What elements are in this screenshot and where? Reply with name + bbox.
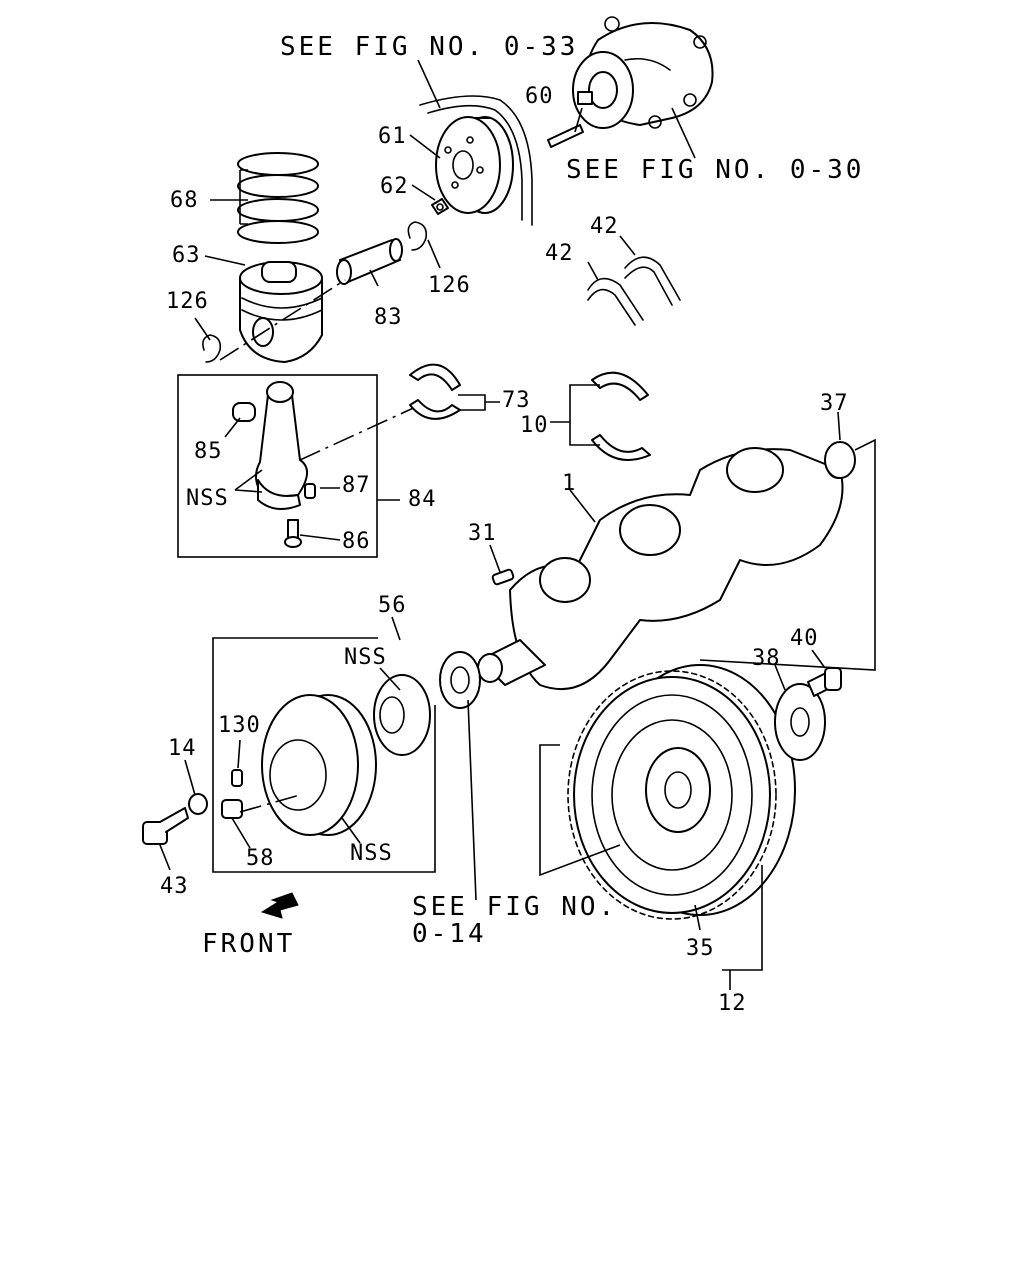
- callout-14: 14: [168, 736, 197, 761]
- callout-1: 1: [562, 471, 576, 496]
- washer-drawing: [188, 793, 208, 815]
- callout-68: 68: [170, 188, 199, 213]
- fig-ref-0-30: SEE FIG NO. 0-30: [566, 155, 864, 185]
- callout-42-left: 42: [545, 241, 574, 266]
- callout-35: 35: [686, 936, 715, 961]
- callout-40: 40: [790, 626, 819, 651]
- fig-ref-0-14-line2: 0-14: [412, 919, 487, 949]
- piston-rings-drawing: [237, 152, 319, 244]
- callout-58: 58: [246, 846, 275, 871]
- callout-12: 12: [718, 991, 747, 1016]
- piston-pin-drawing: [336, 238, 403, 285]
- callout-43: 43: [160, 874, 189, 899]
- callout-73: 73: [502, 388, 531, 413]
- callout-31: 31: [468, 521, 497, 546]
- callout-126-left: 126: [166, 289, 209, 314]
- callout-nss-hub: NSS: [344, 645, 387, 670]
- leader-lines: [159, 59, 876, 990]
- callout-126-right: 126: [428, 273, 471, 298]
- callout-62: 62: [380, 174, 409, 199]
- rod-axis-line: [299, 404, 421, 461]
- callout-61: 61: [378, 124, 407, 149]
- pilot-bearing-drawing: [824, 441, 856, 479]
- bolt-58-drawing: [221, 799, 243, 819]
- connecting-rod-kit-box: [177, 374, 378, 558]
- balancer-hub-drawing: [373, 674, 431, 756]
- fig-ref-0-33: SEE FIG NO. 0-33: [280, 32, 578, 62]
- drive-belt-drawing: [419, 95, 533, 226]
- callout-130: 130: [218, 713, 261, 738]
- callout-10: 10: [520, 413, 549, 438]
- water-pump-drawing: [572, 16, 714, 129]
- main-bearing-shells-drawing: [591, 371, 651, 461]
- callout-nss-rod: NSS: [186, 486, 229, 511]
- snap-rings-drawing: [202, 221, 428, 363]
- callout-60: 60: [525, 84, 554, 109]
- callout-42-right: 42: [590, 214, 619, 239]
- rod-bearing-shells-drawing: [409, 363, 461, 420]
- pin-130-drawing: [231, 769, 243, 787]
- callout-38: 38: [752, 646, 781, 671]
- crank-pulley-drawing: [261, 694, 377, 836]
- crankshaft-drawing: [477, 445, 851, 691]
- callout-63: 63: [172, 243, 201, 268]
- callout-37: 37: [820, 391, 849, 416]
- callout-84: 84: [408, 487, 437, 512]
- stud-and-nut-drawing: [431, 124, 584, 215]
- water-pump-pulley-drawing: [435, 116, 514, 214]
- fig-ref-0-14-line1: SEE FIG NO.: [412, 892, 617, 922]
- callout-85: 85: [194, 439, 223, 464]
- callout-nss-pulley: NSS: [350, 841, 393, 866]
- flywheel-drawing: [567, 664, 796, 920]
- pulley-kit-box: [212, 637, 436, 873]
- woodruff-key-drawing: [491, 568, 515, 586]
- bolt-43-drawing: [142, 807, 189, 845]
- flywheel-plate-drawing: [774, 683, 826, 761]
- callout-87: 87: [342, 473, 371, 498]
- front-arrow-icon: [260, 892, 299, 919]
- connecting-rod-drawing: [232, 381, 316, 548]
- piston-drawing: [239, 261, 323, 363]
- pulley-axis-line: [239, 794, 301, 813]
- callout-86: 86: [342, 529, 371, 554]
- pin-axis-line: [219, 279, 346, 361]
- callout-56: 56: [378, 593, 407, 618]
- thrust-washers-drawing: [587, 256, 681, 326]
- callout-83: 83: [374, 305, 403, 330]
- front-label: FRONT: [202, 929, 295, 959]
- crank-timing-gear-drawing: [439, 651, 481, 709]
- bolt-40-drawing: [807, 667, 842, 697]
